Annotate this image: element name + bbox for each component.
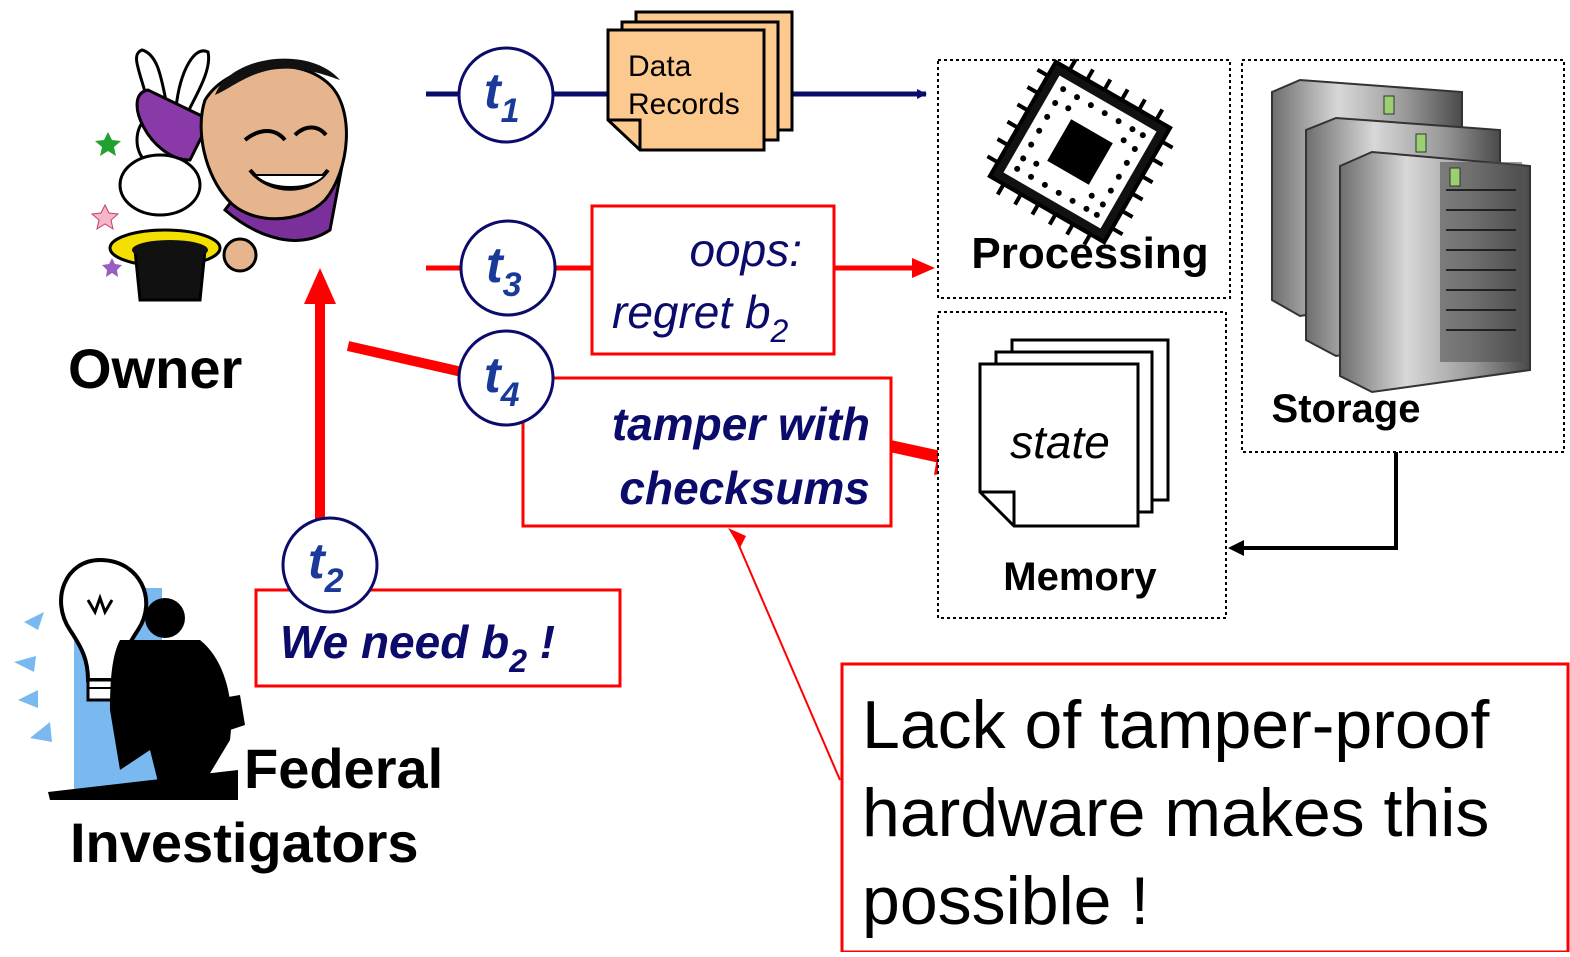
state-label: state (1010, 416, 1110, 468)
callout-line3: possible ! (862, 863, 1149, 939)
timestep-t1: t1 (457, 46, 555, 144)
magician-owner-icon (90, 48, 348, 302)
memory-label: Memory (1003, 555, 1157, 599)
svg-text:t4: t4 (484, 347, 520, 414)
data-records-line1: Data (628, 50, 692, 83)
oops-line1: oops: (689, 224, 802, 276)
oops-line2: regret b2 (612, 286, 789, 349)
timestep-t4: t4 (457, 329, 555, 427)
storage-to-memory-arrow (1240, 452, 1398, 550)
investigators-label-line1: Federal (244, 737, 443, 800)
investigator-lightbulb-icon (14, 557, 245, 800)
storage-label: Storage (1272, 387, 1421, 431)
svg-text:t1: t1 (484, 63, 520, 130)
server-rack-icon (1271, 78, 1531, 394)
owner-label: Owner (68, 337, 242, 400)
svg-text:t2: t2 (308, 533, 344, 600)
processing-label: Processing (971, 229, 1208, 278)
timestep-t3: t3 (459, 219, 557, 317)
callout-line2: hardware makes this (862, 775, 1489, 851)
callout-pointer-arrowhead (728, 528, 746, 548)
callout-line1: Lack of tamper-proof (862, 687, 1490, 763)
callout-box (840, 662, 1570, 954)
t3-arrowhead (912, 258, 935, 278)
t2-arrowhead (304, 268, 336, 304)
tamper-line2: checksums (619, 462, 870, 514)
we-need-text: We need b2 ! (280, 616, 555, 679)
cpu-chip-icon (986, 58, 1174, 246)
tamper-line1: tamper with (612, 398, 870, 450)
t4-arrow-line (346, 341, 464, 377)
investigators-label-line2: Investigators (70, 811, 419, 874)
tamper-box (521, 376, 893, 528)
t4-to-memory-line (888, 440, 947, 464)
data-records-stack (606, 10, 794, 152)
storage-to-memory-arrowhead (1228, 540, 1244, 556)
timestep-t2: t2 (281, 516, 379, 614)
oops-box (590, 204, 836, 356)
state-pages-icon (978, 338, 1170, 528)
svg-text:t3: t3 (486, 237, 522, 304)
data-records-line2: Records (628, 88, 740, 121)
callout-pointer-line (733, 533, 841, 781)
